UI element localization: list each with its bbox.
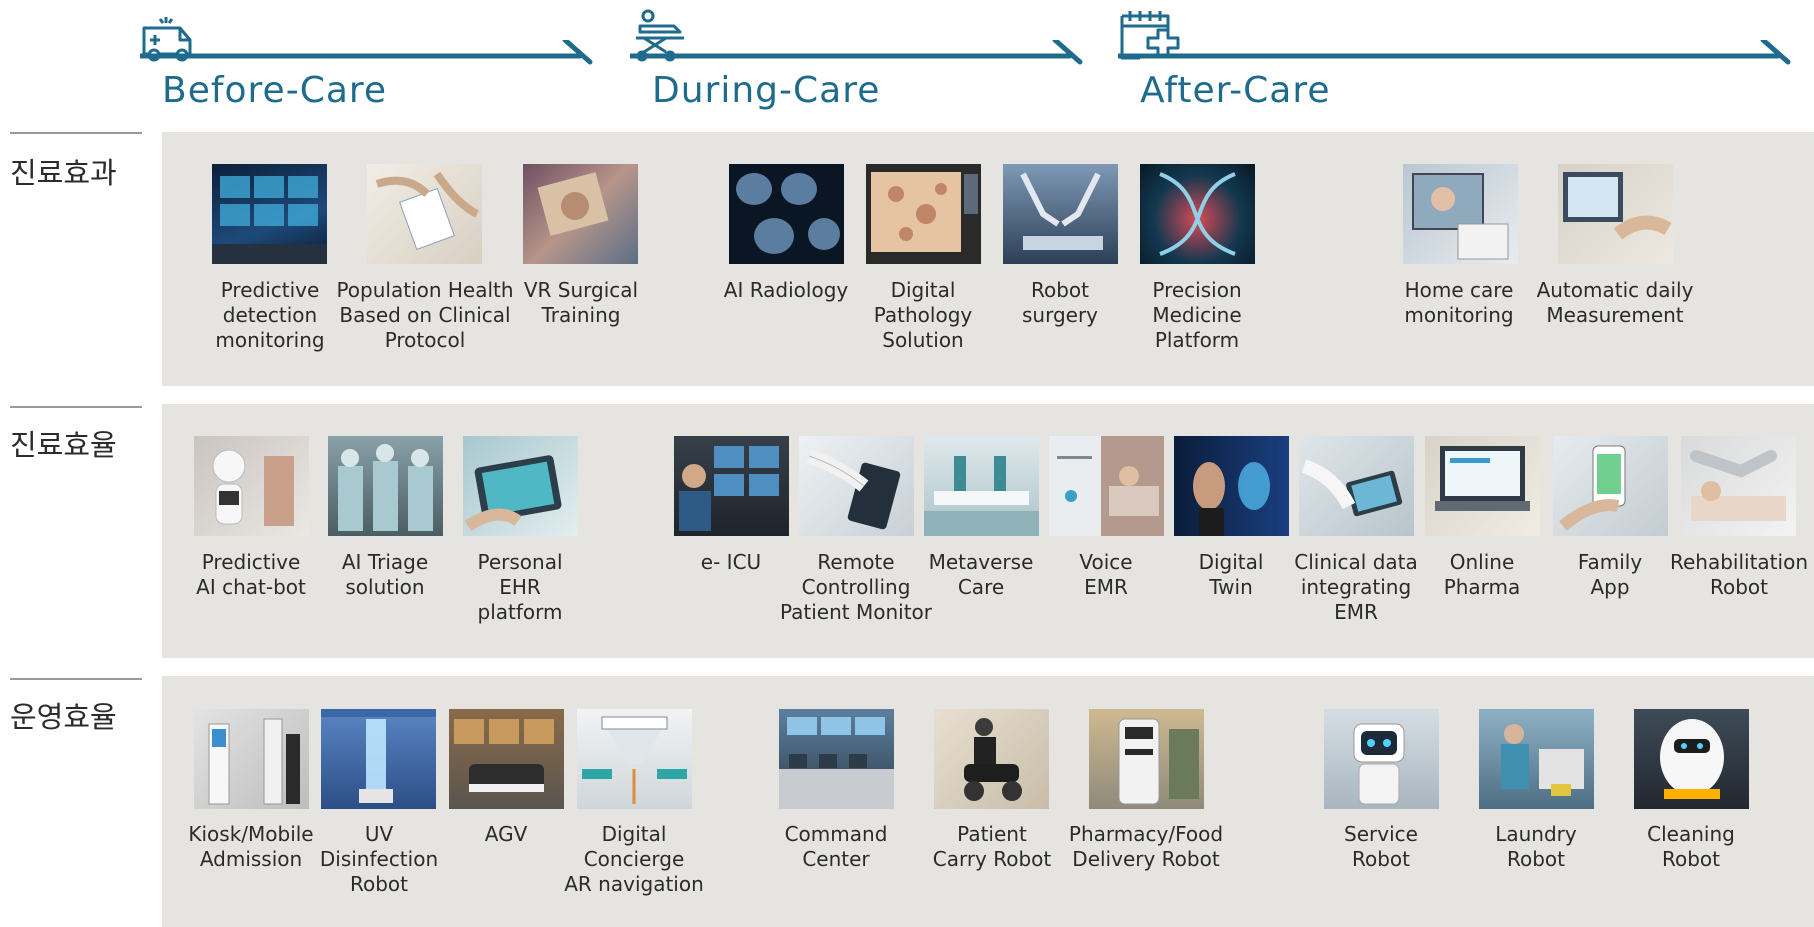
item-caption: Predictive AI chat-bot (196, 550, 306, 599)
voice-emr-image (1049, 436, 1164, 536)
item-caption: Cleaning Robot (1647, 822, 1735, 871)
item-caption: Online Pharma (1443, 550, 1521, 599)
item-caption: Patient Carry Robot (932, 822, 1052, 871)
item-caption: Kiosk/Mobile Admission (188, 822, 314, 871)
item-caption: Rehabilitation Robot (1669, 550, 1808, 599)
item-caption: Digital Concierge AR navigation (564, 822, 704, 896)
row-divider (10, 678, 142, 680)
item-caption: Digital Twin (1198, 550, 1264, 599)
row-divider (10, 406, 142, 408)
health-measurement-image (1558, 164, 1673, 264)
item-caption: AI Radiology (723, 278, 849, 302)
item-caption: e- ICU (700, 550, 762, 574)
phase-before-care: Before-Care (140, 0, 610, 130)
phase-title: During-Care (652, 70, 881, 111)
item-caption: Personal EHR platform (477, 550, 563, 624)
item-caption: VR Surgical Training (523, 278, 639, 327)
service-robot-image (1324, 709, 1439, 809)
item-caption: Remote Controlling Patient Monitor (779, 550, 933, 624)
item-caption: Population Health Based on Clinical Prot… (336, 278, 514, 352)
item-caption: AI Triage solution (341, 550, 429, 599)
surgical-robot-image (1003, 164, 1118, 264)
ar-hallway-image (577, 709, 692, 809)
row-label-clinical-effect: 진료효과 (10, 156, 117, 190)
item-caption: UV Disinfection Robot (319, 822, 439, 896)
item-caption: Voice EMR (1079, 550, 1133, 599)
item-caption: Robot surgery (1021, 278, 1099, 327)
phase-title: Before-Care (162, 70, 388, 111)
item-caption: Command Center (784, 822, 888, 871)
item-caption: Clinical data integrating EMR (1294, 550, 1418, 624)
online-pharmacy-image (1425, 436, 1540, 536)
command-center-image (779, 709, 894, 809)
cleaning-robot-image (1634, 709, 1749, 809)
delivery-robot-image (1089, 709, 1204, 809)
phase-after-care: After-Care (1118, 0, 1808, 130)
item-caption: Family App (1577, 550, 1643, 599)
remote-tablet-image (799, 436, 914, 536)
item-caption: AGV (484, 822, 528, 846)
item-caption: Pharmacy/Food Delivery Robot (1068, 822, 1224, 871)
clinical-data-image (1299, 436, 1414, 536)
timeline-arrow (140, 40, 593, 65)
robot-chatbot-image (194, 436, 309, 536)
digital-twin-image (1174, 436, 1289, 536)
timeline-arrow (1118, 40, 1791, 65)
brain-scan-image (729, 164, 844, 264)
item-caption: Precision Medicine Platform (1152, 278, 1242, 352)
tablet-ehr-image (463, 436, 578, 536)
item-caption: Automatic daily Measurement (1536, 278, 1694, 327)
phase-title: After-Care (1140, 70, 1331, 111)
clinical-documents-image (367, 164, 482, 264)
video-call-image (1403, 164, 1518, 264)
item-caption: Digital Pathology Solution (873, 278, 973, 352)
vr-surgery-image (523, 164, 638, 264)
item-caption: Service Robot (1344, 822, 1418, 871)
laundry-robot-image (1479, 709, 1594, 809)
rehab-robot-image (1681, 436, 1796, 536)
monitoring-screens-image (212, 164, 327, 264)
dna-helix-image (1140, 164, 1255, 264)
uv-robot-image (321, 709, 436, 809)
item-caption: Predictive detection monitoring (215, 278, 325, 352)
medical-staff-image (328, 436, 443, 536)
row-divider (10, 132, 142, 134)
agv-image (449, 709, 564, 809)
pathology-slide-image (866, 164, 981, 264)
wheelchair-robot-image (934, 709, 1049, 809)
timeline-arrow (630, 40, 1083, 65)
item-caption: Metaverse Care (928, 550, 1034, 599)
item-caption: Laundry Robot (1495, 822, 1577, 871)
kiosk-image (194, 709, 309, 809)
virtual-ward-image (924, 436, 1039, 536)
row-label-clinical-efficiency: 진료효율 (10, 428, 117, 462)
icu-control-image (674, 436, 789, 536)
row-label-operational-efficiency: 운영효율 (10, 700, 117, 734)
phase-during-care: During-Care (630, 0, 1100, 130)
item-caption: Home care monitoring (1404, 278, 1514, 327)
mobile-app-image (1553, 436, 1668, 536)
